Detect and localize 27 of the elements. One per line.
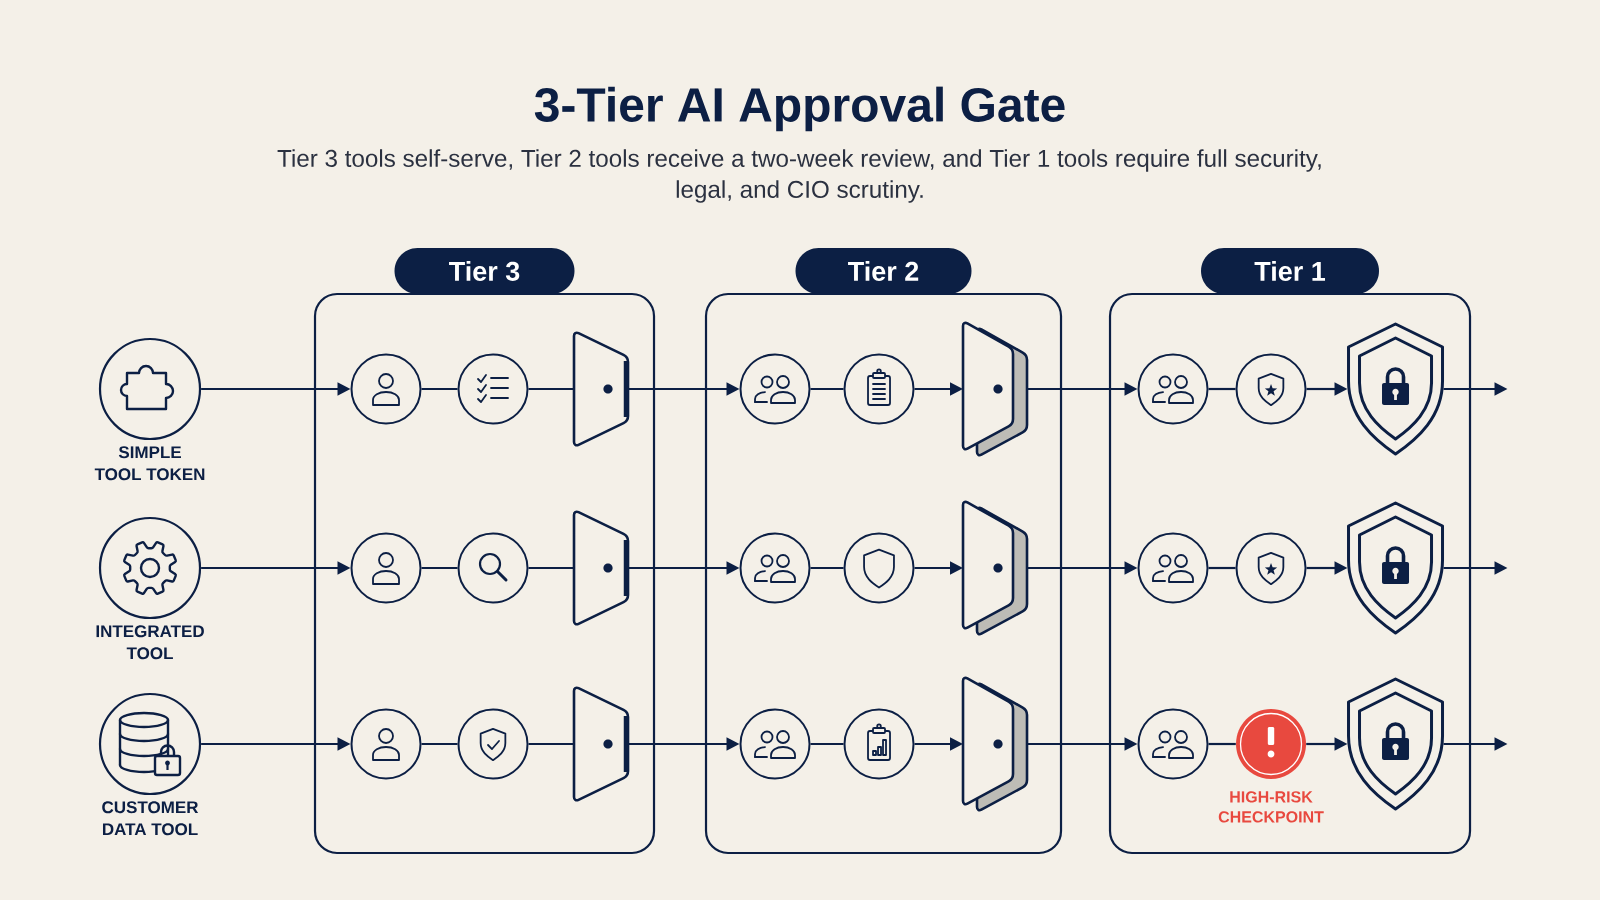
gate-door	[961, 500, 1029, 636]
connector-line	[421, 387, 458, 391]
connector-line	[421, 566, 458, 570]
gate-door	[961, 676, 1029, 812]
connector-line	[810, 387, 844, 391]
connector-line	[421, 742, 458, 746]
connector-line	[1208, 742, 1236, 746]
node-label: HIGH-RISK CHECKPOINT	[1218, 791, 1324, 823]
connector-line	[528, 566, 574, 570]
connector-line	[810, 566, 844, 570]
connector-line	[528, 742, 574, 746]
tier-pill: Tier 2	[795, 248, 972, 294]
gate-door	[572, 331, 630, 447]
connector-line	[1208, 387, 1236, 391]
connector-line	[1208, 566, 1236, 570]
subtitle: Tier 3 tools self-serve, Tier 2 tools receive a two-week review, and Tier 1 tools require full security, legal, and CIO scrutiny.	[277, 149, 1321, 203]
node-label: SIMPLE TOOL TOKEN	[94, 446, 205, 481]
gate-door	[961, 321, 1029, 457]
connector-line	[528, 387, 574, 391]
tier-pill: Tier 3	[394, 248, 575, 294]
tier-pill: Tier 1	[1201, 248, 1379, 294]
node-label: CUSTOMER DATA TOOL	[102, 801, 199, 836]
gate-door	[572, 686, 630, 802]
title: 3-Tier AI Approval Gate	[534, 86, 1065, 132]
gate-door	[572, 510, 630, 626]
connector-line	[810, 742, 844, 746]
node-label: INTEGRATED TOOL	[96, 625, 204, 660]
